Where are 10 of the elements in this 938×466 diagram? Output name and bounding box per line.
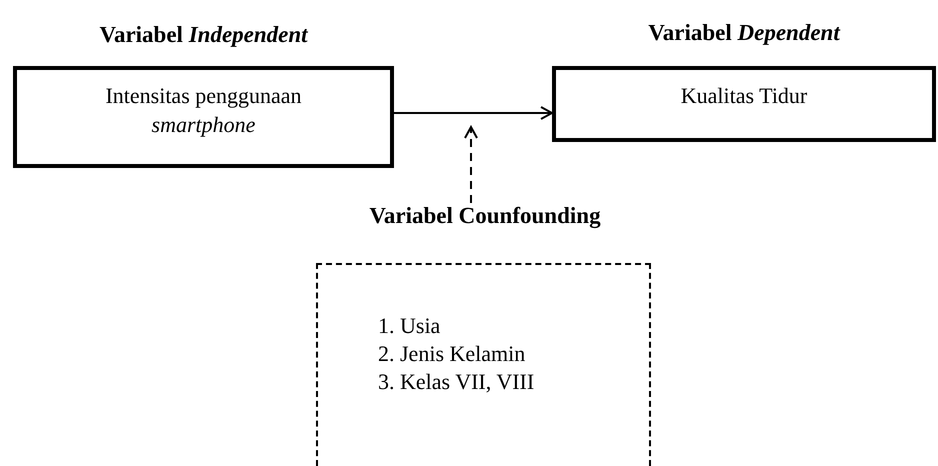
dashed-arrow: [464, 126, 478, 203]
list-item: 3. Kelas VII, VIII: [378, 369, 534, 395]
variable-heading: Variabel Independent: [98, 22, 309, 48]
arrow: [394, 106, 553, 120]
list-item: 1. Usia: [378, 313, 440, 339]
list-item: 2. Jenis Kelamin: [378, 341, 526, 367]
variable-label: Intensitas penggunaan smartphone: [104, 82, 303, 139]
variable-label: Kualitas Tidur: [680, 82, 808, 110]
group-heading: Variabel Counfounding: [368, 203, 602, 229]
variable-heading: Variabel Dependent: [647, 20, 842, 46]
